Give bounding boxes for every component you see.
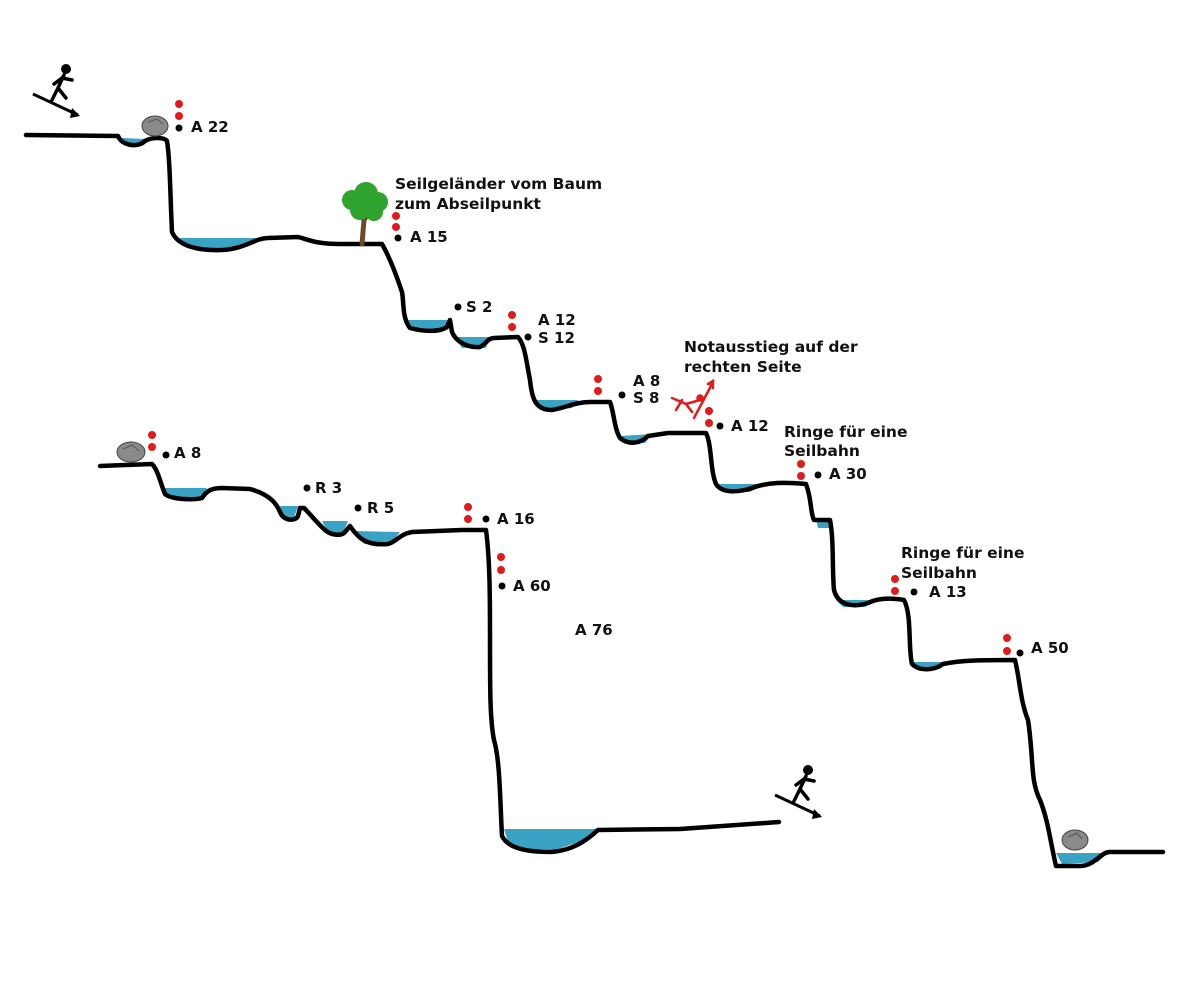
anchor bbox=[394, 234, 402, 242]
anchor bbox=[524, 333, 532, 341]
rappel-label-a16: A 16 bbox=[497, 510, 535, 528]
anchor bbox=[454, 303, 462, 311]
rappel-label-r5: R 5 bbox=[367, 499, 394, 517]
rappel-label-a8-left: A 8 bbox=[174, 444, 201, 462]
rappel-label-s2: S 2 bbox=[466, 298, 492, 316]
rappel-label-a60: A 60 bbox=[513, 577, 551, 595]
anchor bbox=[354, 504, 362, 512]
rappel-label-a8-mid: A 8 bbox=[633, 372, 660, 390]
rappel-label-a76: A 76 bbox=[575, 621, 613, 639]
bolt bbox=[464, 515, 472, 523]
bolt bbox=[705, 407, 713, 415]
bolt bbox=[797, 460, 805, 468]
rappel-label-s8: S 8 bbox=[633, 389, 659, 407]
note-exit-line1: Notausstieg auf der bbox=[684, 338, 858, 356]
emergency-exit-climber-icon bbox=[670, 378, 715, 420]
anchor bbox=[303, 484, 311, 492]
note-exit-line2: rechten Seite bbox=[684, 358, 802, 376]
notes: Seilgeländer vom Baum zum Abseilpunkt No… bbox=[395, 175, 1024, 582]
rappel-label-a12-top: A 12 bbox=[538, 311, 576, 329]
bolt bbox=[508, 323, 516, 331]
bolt bbox=[797, 472, 805, 480]
bolt bbox=[175, 100, 183, 108]
rappel-label-a50: A 50 bbox=[1031, 639, 1069, 657]
rappel-label-a30: A 30 bbox=[829, 465, 867, 483]
bolt bbox=[1003, 647, 1011, 655]
rappel-label-r3: R 3 bbox=[315, 479, 342, 497]
note-rings1-line1: Ringe für eine bbox=[784, 423, 907, 441]
anchors bbox=[162, 124, 1024, 657]
anchor bbox=[716, 422, 724, 430]
pool bbox=[504, 829, 598, 850]
note-rings1-line2: Seilbahn bbox=[784, 442, 860, 460]
note-rings2-line1: Ringe für eine bbox=[901, 544, 1024, 562]
bolt bbox=[497, 553, 505, 561]
hiker-downhill-icon bbox=[32, 64, 80, 118]
bolt bbox=[148, 443, 156, 451]
rappel-label-s12: S 12 bbox=[538, 329, 575, 347]
pool bbox=[408, 320, 450, 330]
canyon-profile-lower bbox=[97, 461, 782, 855]
bolt bbox=[594, 375, 602, 383]
bolt bbox=[891, 575, 899, 583]
bolt bbox=[392, 212, 400, 220]
tree-icon bbox=[342, 182, 388, 247]
anchor bbox=[814, 471, 822, 479]
bolts bbox=[148, 100, 1011, 655]
bolt bbox=[891, 587, 899, 595]
anchor bbox=[162, 451, 170, 459]
anchor bbox=[618, 391, 626, 399]
boulder-icon bbox=[141, 115, 169, 137]
bolt bbox=[705, 419, 713, 427]
boulder-icon bbox=[116, 441, 146, 463]
anchor bbox=[175, 124, 183, 132]
bolt bbox=[594, 387, 602, 395]
note-tree-line2: zum Abseilpunkt bbox=[395, 195, 542, 213]
rappel-label-a22: A 22 bbox=[191, 118, 229, 136]
rappel-labels: A 22 A 15 S 2 A 12 S 12 A 8 S 8 A 12 A 3… bbox=[174, 118, 1069, 657]
rappel-label-a13: A 13 bbox=[929, 583, 967, 601]
bolt bbox=[508, 311, 516, 319]
boulder-icon bbox=[1061, 829, 1089, 851]
anchor bbox=[482, 515, 490, 523]
bolt bbox=[1003, 634, 1011, 642]
note-tree-line1: Seilgeländer vom Baum bbox=[395, 175, 602, 193]
rappel-label-a15: A 15 bbox=[410, 228, 448, 246]
anchor bbox=[1016, 649, 1024, 657]
note-rings2-line2: Seilbahn bbox=[901, 564, 977, 582]
canyon-profile-upper bbox=[23, 132, 1166, 869]
rappel-label-a12-exit: A 12 bbox=[731, 417, 769, 435]
bolt bbox=[175, 112, 183, 120]
bolt bbox=[392, 223, 400, 231]
bolt bbox=[148, 431, 156, 439]
bolt bbox=[497, 566, 505, 574]
hiker-downhill-icon bbox=[774, 765, 822, 819]
anchor bbox=[910, 588, 918, 596]
bolt bbox=[464, 503, 472, 511]
anchor bbox=[498, 582, 506, 590]
